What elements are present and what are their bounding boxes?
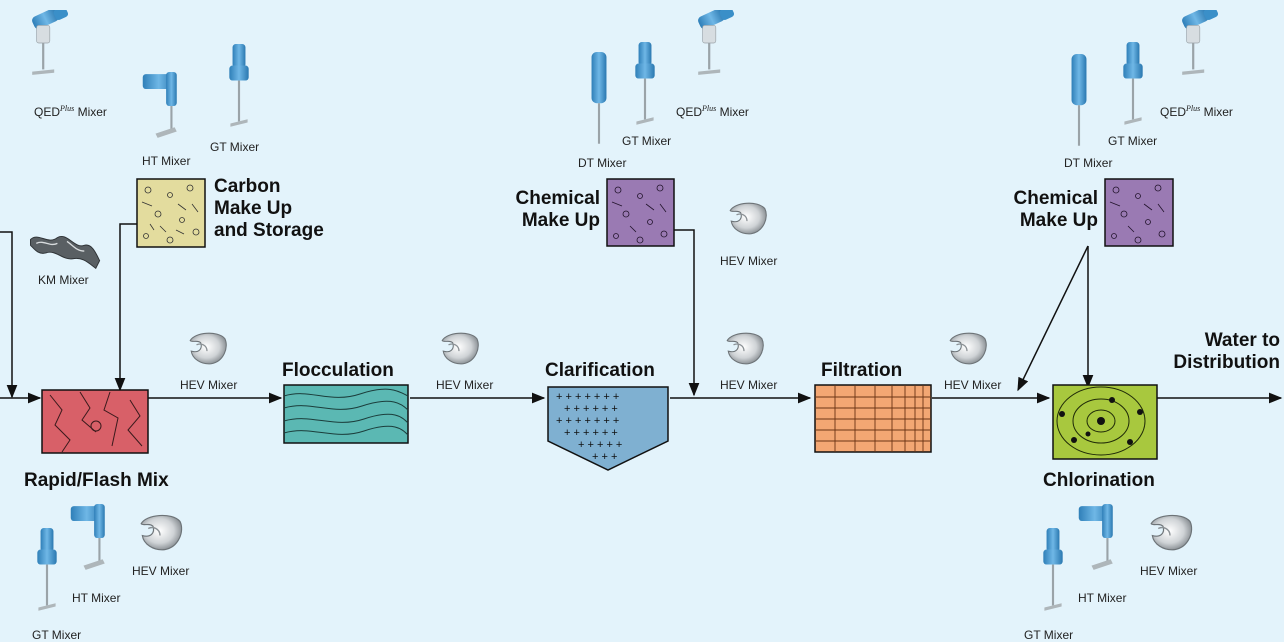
hev-mixer-label-4: HEV Mixer <box>720 378 778 392</box>
gt-mixer-label-2: GT Mixer <box>622 134 672 148</box>
chemical-makeup-box-2 <box>1104 178 1174 247</box>
output-label-line2: Distribution <box>1173 352 1280 373</box>
chemical-makeup-label-2: Chemical Make Up <box>1014 188 1098 232</box>
chem2-label-line1: Chemical <box>1013 188 1098 209</box>
carbon-label-line2: Make Up <box>214 198 293 219</box>
hev-mixer-label-7: HEV Mixer <box>1140 564 1198 578</box>
carbon-label-line1: Carbon <box>214 176 281 197</box>
svg-text:+ + + + + + +: + + + + + + + <box>556 391 619 403</box>
svg-text:+ + + + +: + + + + + <box>578 439 622 451</box>
ht-mixer-label-3: HT Mixer <box>1078 591 1127 605</box>
svg-text:+ + +: + + + <box>592 451 617 463</box>
chem2-label-line2: Make Up <box>1019 210 1098 231</box>
svg-text:+ + + + + +: + + + + + + <box>564 403 618 415</box>
flocculation-label: Flocculation <box>282 360 394 381</box>
gt-mixer-label-5: GT Mixer <box>1024 628 1074 642</box>
svg-text:+ + + + + + +: + + + + + + + <box>556 415 619 427</box>
filtration-label: Filtration <box>821 360 903 381</box>
ht-mixer-label-2: HT Mixer <box>72 591 121 605</box>
clarification-tank: + + + + + + + + + + + + + + + + + + + + … <box>547 386 669 471</box>
output-label-line1: Water to <box>1204 330 1280 351</box>
hev-mixer-label-3: HEV Mixer <box>720 254 778 268</box>
filtration-tank <box>814 384 932 453</box>
chemical-makeup-label-1: Chemical Make Up <box>516 188 600 232</box>
mixer-illustrations <box>29 10 1220 611</box>
chlorination-tank <box>1052 384 1158 460</box>
chemical-makeup-box-1 <box>606 178 675 247</box>
chem1-label-line2: Make Up <box>521 210 600 231</box>
hev-mixer-label-6: HEV Mixer <box>132 564 190 578</box>
gt-mixer-label-3: GT Mixer <box>1108 134 1158 148</box>
carbon-label-line3: and Storage <box>214 220 324 241</box>
dt-mixer-label-2: DT Mixer <box>1064 156 1113 170</box>
hev-mixer-label-5: HEV Mixer <box>944 378 1002 392</box>
rapid-mix-tank <box>41 389 149 454</box>
carbon-makeup-label: Carbon Make Up and Storage <box>214 176 324 242</box>
carbon-makeup-box <box>136 178 206 248</box>
water-output-label: Water to Distribution <box>1173 330 1280 374</box>
qed-mixer-label-3: QEDPlus Mixer <box>1160 104 1233 119</box>
svg-text:+ + + + + +: + + + + + + <box>564 427 618 439</box>
qed-mixer-label-1: QEDPlus Mixer <box>34 104 107 119</box>
gt-mixer-label-4: GT Mixer <box>32 628 82 642</box>
chem1-label-line1: Chemical <box>515 188 600 209</box>
hev-mixer-label-2: HEV Mixer <box>436 378 494 392</box>
chlorination-label: Chlorination <box>1043 470 1155 491</box>
hev-mixer-label-1: HEV Mixer <box>180 378 238 392</box>
dt-mixer-label-1: DT Mixer <box>578 156 627 170</box>
rapid-mix-label: Rapid/Flash Mix <box>24 470 169 491</box>
km-mixer-label: KM Mixer <box>38 273 89 287</box>
ht-mixer-label-1: HT Mixer <box>142 154 191 168</box>
qed-mixer-label-2: QEDPlus Mixer <box>676 104 749 119</box>
feed-lines <box>0 223 1094 399</box>
flocculation-tank <box>283 384 409 444</box>
gt-mixer-label-1: GT Mixer <box>210 140 260 154</box>
clarification-label: Clarification <box>545 360 655 381</box>
